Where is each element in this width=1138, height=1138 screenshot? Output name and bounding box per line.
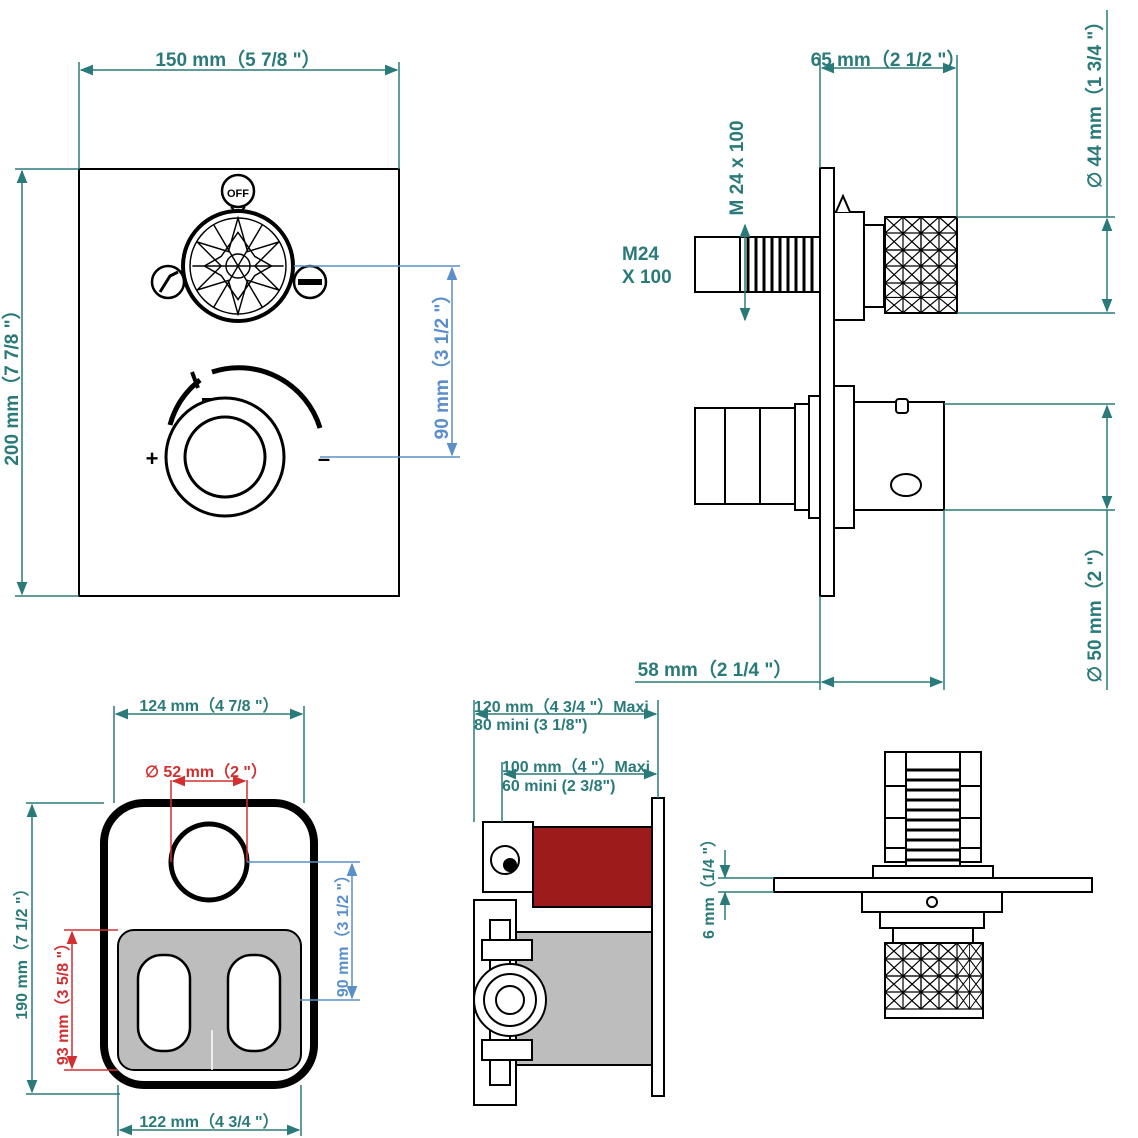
front-height-label: 200 mm（7 7/8 "） xyxy=(0,300,23,465)
top-view: 6 mm（1/4 "） xyxy=(700,751,1093,1019)
box-height-label: 190 mm（7 1/2 "） xyxy=(13,880,31,1019)
front-width-label: 150 mm（5 7/8 "） xyxy=(155,48,320,71)
depth-min1-label: 80 mini (3 1/8") xyxy=(474,717,587,734)
box-width-top-label: 124 mm（4 7/8 "） xyxy=(139,697,278,715)
off-label: OFF xyxy=(227,188,249,200)
side-diameter-top-label: ∅ 44 mm（1 3/4 "） xyxy=(1083,12,1106,189)
plus-label: + xyxy=(146,446,159,471)
box-width-bottom-label: 122 mm（4 3/4 "） xyxy=(139,1113,278,1131)
side-plate xyxy=(819,167,835,597)
side-view: M 24 x 100 M24 X 100 65 mm（2 1/2 "） ∅ 44… xyxy=(622,10,1115,690)
thread-label-line1: M24 xyxy=(622,244,659,265)
box-spacing-label: 90 mm（3 1/2 "） xyxy=(334,867,352,997)
side-wall-plate xyxy=(651,797,665,1097)
threaded-stem xyxy=(739,236,821,293)
thread-label-vertical: M 24 x 100 xyxy=(727,120,748,215)
thread-label-line2: X 100 xyxy=(622,267,672,288)
top-view-knurled-handle xyxy=(884,942,984,1019)
plate-thickness-label: 6 mm（1/4 "） xyxy=(700,831,718,939)
thermostat-knob: + – xyxy=(146,365,330,518)
valve-body-red xyxy=(532,826,653,908)
front-spacing-label: 90 mm（3 1/2 "） xyxy=(430,285,453,440)
side-diameter-bottom-label: ∅ 50 mm（2 "） xyxy=(1083,538,1106,683)
box-hole-label: ∅ 52 mm（2 "） xyxy=(145,763,267,781)
minus-label: – xyxy=(318,446,330,471)
depth-max1-label: 120 mm（4 3/4 "）Maxi xyxy=(474,698,649,716)
box-hole xyxy=(168,821,250,903)
box-inner-label: 93 mm（3 5/8 "） xyxy=(54,935,72,1065)
side-depth-top-label: 65 mm（2 1/2 "） xyxy=(811,48,966,71)
install-box-side: 120 mm（4 3/4 "）Maxi 80 mini (3 1/8") 100… xyxy=(473,698,665,1106)
upper-handle-knurled xyxy=(884,216,958,314)
front-view: 150 mm（5 7/8 "） 200 mm（7 7/8 "） OFF 90 m… xyxy=(0,48,460,597)
diverter-handle: OFF xyxy=(150,173,328,323)
depth-min2-label: 60 mini (2 3/8") xyxy=(502,778,615,795)
depth-max2-label: 100 mm（4 "）Maxi xyxy=(502,758,650,776)
top-view-plate xyxy=(773,877,1093,893)
side-depth-bottom-label: 58 mm（2 1/4 "） xyxy=(638,658,793,681)
install-box-front: 124 mm（4 7/8 "） ∅ 52 mm（2 "） 190 mm（7 1/… xyxy=(13,697,360,1136)
